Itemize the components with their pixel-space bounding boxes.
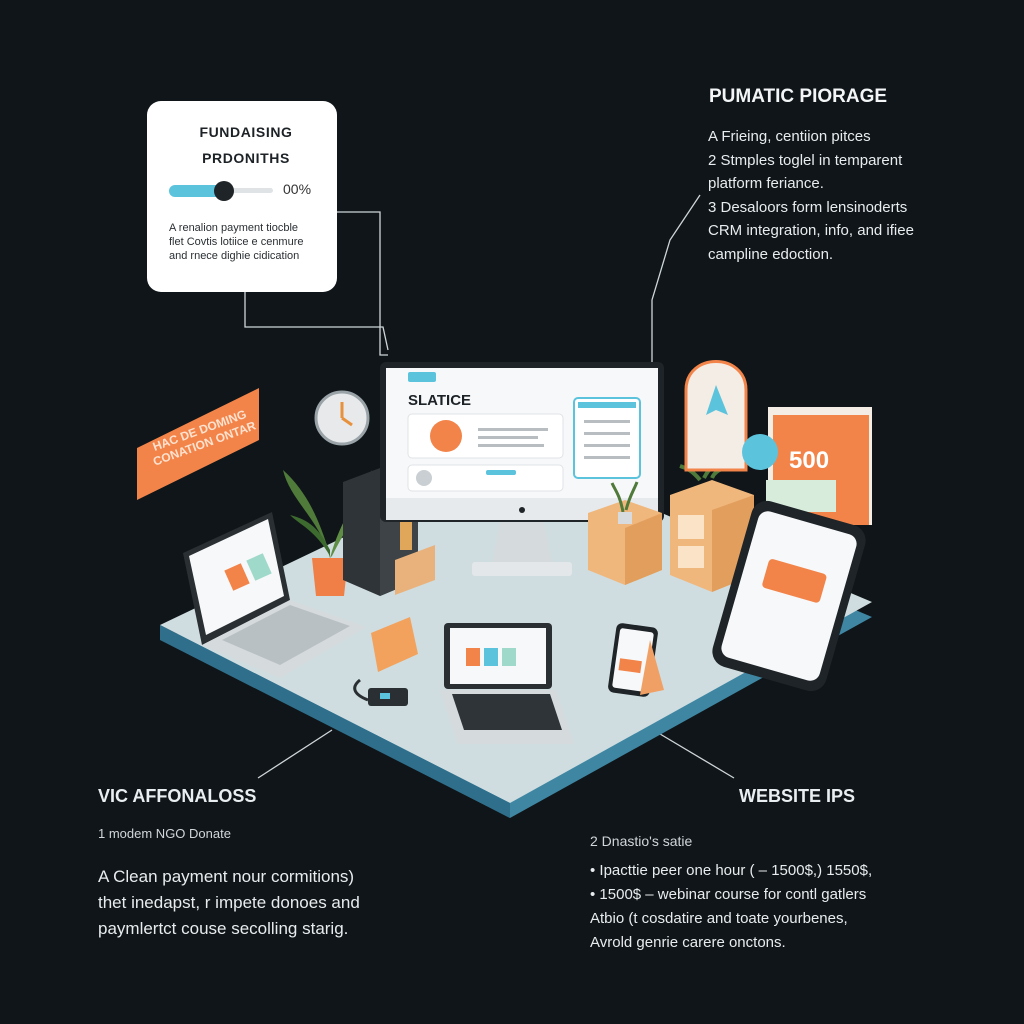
card-desc-line: flet Covtis lotiice e cenmure bbox=[169, 236, 304, 248]
clock-icon bbox=[314, 390, 370, 446]
bottom-left-subtitle: 1 modem NGO Donate bbox=[98, 826, 231, 841]
progress-slider[interactable]: 00% bbox=[169, 179, 323, 201]
bullet-item: • 1500$ – webinar course for contl gatle… bbox=[590, 886, 867, 903]
donation-banner bbox=[137, 388, 259, 500]
body-line: thet inedapst, r impete donoes and bbox=[98, 893, 360, 912]
monitor-brand-label: SLATICE bbox=[408, 392, 472, 409]
arch-sign bbox=[684, 360, 748, 472]
card-description: A renalion payment tiocble flet Covtis l… bbox=[169, 221, 323, 263]
progress-percent: 00% bbox=[283, 181, 312, 197]
top-right-list: A Frieing, centiion pitces 2 Stmples tog… bbox=[708, 125, 1008, 266]
smartphone-small bbox=[608, 623, 664, 697]
card-title-line1: FUNDAISING bbox=[199, 124, 293, 140]
card-desc-line: A renalion payment tiocble bbox=[169, 222, 299, 234]
drawer-cabinet bbox=[588, 481, 662, 585]
body-line: paymlertct couse secolling starig. bbox=[98, 919, 349, 938]
list-item: campline edoction. bbox=[708, 245, 834, 263]
slider-knob[interactable] bbox=[214, 181, 234, 201]
list-item: 3 Desaloors form lensinoderts bbox=[708, 198, 908, 216]
price-card bbox=[742, 407, 872, 525]
card-title-line2: PRDONITHS bbox=[202, 150, 290, 166]
laptop-left bbox=[183, 512, 366, 678]
fundraising-card: FUNDAISING PRDONITHS 00% A renalion paym… bbox=[147, 101, 337, 292]
list-item: CRM integration, info, and ifiee bbox=[708, 222, 914, 239]
laptop-center bbox=[440, 623, 574, 744]
body-line: A Clean payment nour cormitions) bbox=[98, 867, 355, 886]
smartphone-large bbox=[712, 500, 866, 692]
list-item: A Frieing, centiion pitces bbox=[708, 128, 871, 145]
bottom-left-title: VIC AFFONALOSS bbox=[98, 786, 257, 806]
list-item: platform feriance. bbox=[708, 175, 824, 192]
bottom-right-list: • Ipacttie peer one hour ( – 1500$,) 155… bbox=[590, 859, 1010, 955]
bottom-right-subtitle: 2 Dnastio's satie bbox=[590, 833, 693, 849]
connector-lines bbox=[244, 194, 735, 779]
price-label: 500 bbox=[789, 447, 830, 474]
tail-line: Atbio (t cosdatire and toate yourbenes, bbox=[590, 910, 848, 927]
bullet-text: 1500$ – webinar course for contl gatlers bbox=[599, 886, 867, 903]
bullet-text: Ipacttie peer one hour ( – 1500$,) 1550$… bbox=[599, 862, 873, 879]
bottom-left-body: A Clean payment nour cormitions) thet in… bbox=[98, 864, 418, 942]
bottom-right-title: WEBSITE IPS bbox=[739, 786, 856, 806]
card-desc-line: and rnece dighie cidication bbox=[169, 250, 300, 262]
slider-fill bbox=[169, 185, 222, 197]
bullet-item: • Ipacttie peer one hour ( – 1500$,) 155… bbox=[590, 862, 873, 879]
top-right-title: PUMATIC PIORAGE bbox=[709, 86, 888, 107]
list-item: 2 Stmples toglel in temparent bbox=[708, 151, 903, 169]
folder-and-reader bbox=[353, 617, 418, 706]
tail-line: Avrold genrie carere onctons. bbox=[590, 934, 786, 951]
